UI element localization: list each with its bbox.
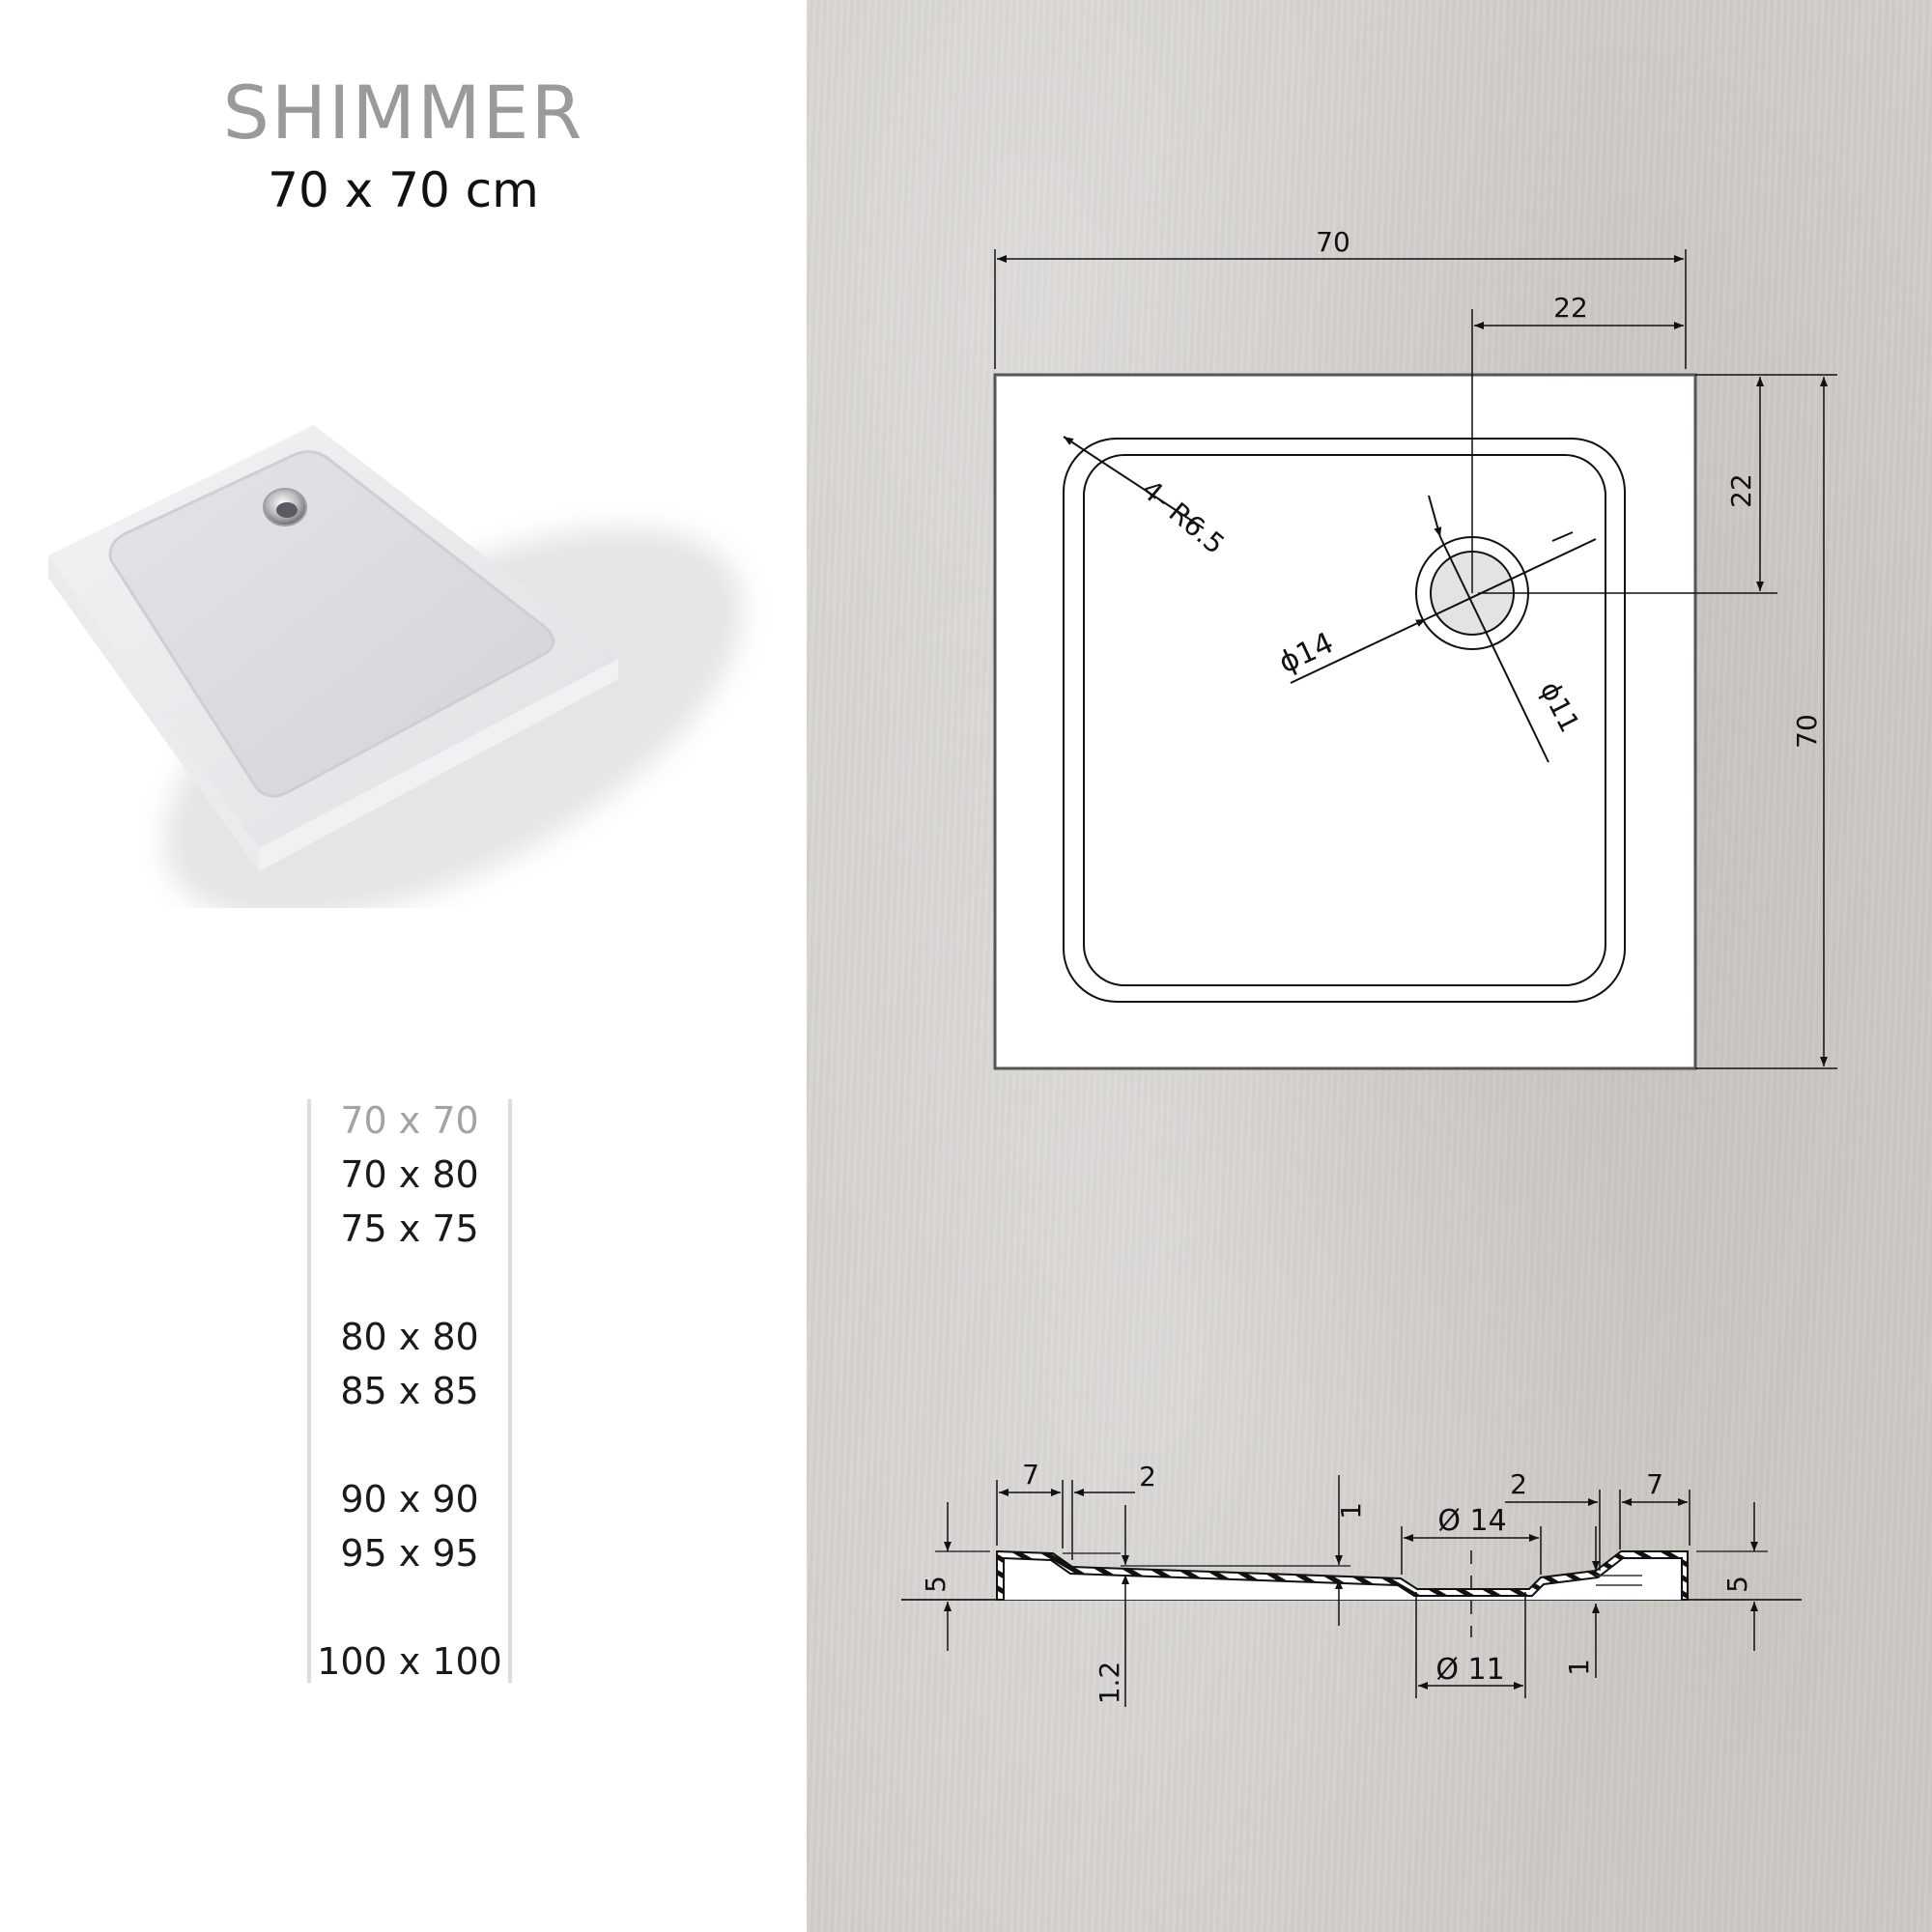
size-option-75x75[interactable]: 75 x 75 <box>340 1208 479 1250</box>
section-right-rim-label: 7 <box>1646 1468 1663 1500</box>
size-option-90x90[interactable]: 90 x 90 <box>340 1478 479 1520</box>
section-left-slope-label: 2 <box>1139 1461 1156 1492</box>
width-dimension-label: 70 <box>1316 226 1350 258</box>
size-selector: 70 x 70 70 x 80 75 x 75 80 x 80 85 x 85 … <box>307 1099 512 1683</box>
section-left-height-label: 5 <box>920 1576 952 1593</box>
section-floor-thickness-label: 1.2 <box>1094 1662 1125 1705</box>
top-view: 4- R6.5 ϕ14 ϕ11 70 22 22 70 <box>993 226 1837 1070</box>
size-option-95x95[interactable]: 95 x 95 <box>340 1532 479 1575</box>
section-right-height-label: 5 <box>1721 1576 1753 1593</box>
section-center-step-label: 1 <box>1335 1502 1367 1520</box>
drain-offset-y-label: 22 <box>1725 473 1757 508</box>
height-dimension-label: 70 <box>1791 714 1823 749</box>
section-drain-bottom-diameter-label: Ø 11 <box>1435 1653 1504 1687</box>
section-drain-top-diameter-label: Ø 14 <box>1437 1504 1506 1538</box>
size-option-80x80[interactable]: 80 x 80 <box>340 1316 479 1358</box>
size-option-70x80[interactable]: 70 x 80 <box>340 1153 479 1196</box>
product-size-label: 70 x 70 cm <box>268 162 539 218</box>
size-option-85x85[interactable]: 85 x 85 <box>340 1370 479 1412</box>
product-title: SHIMMER <box>222 70 584 156</box>
size-option-100x100[interactable]: 100 x 100 <box>317 1640 502 1683</box>
technical-drawing: 4- R6.5 ϕ14 ϕ11 70 22 22 70 5 <box>901 226 1837 1707</box>
section-left-rim-label: 7 <box>1022 1459 1039 1491</box>
drain-offset-x-label: 22 <box>1553 292 1588 324</box>
shower-tray-photo <box>48 425 744 908</box>
section-right-step-label: 1 <box>1563 1659 1595 1676</box>
section-right-slope-label: 2 <box>1510 1468 1527 1500</box>
size-option-70x70[interactable]: 70 x 70 <box>340 1099 479 1142</box>
product-info-panel: SHIMMER 70 x 70 cm 70 x 70 70 x 80 <box>0 0 807 1932</box>
section-view: 5 7 2 1.2 1 Ø 14 Ø 11 <box>901 1459 1802 1707</box>
